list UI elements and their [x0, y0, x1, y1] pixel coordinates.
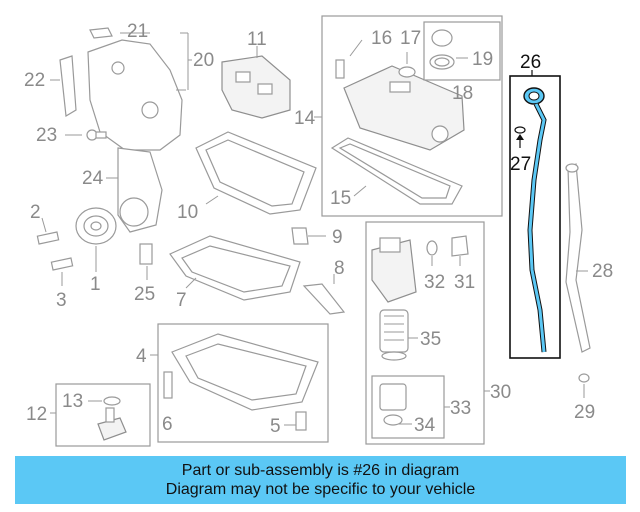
callout-29: 29 — [574, 402, 595, 423]
callout-23: 23 — [36, 125, 57, 146]
callout-21: 21 — [127, 21, 148, 42]
part-12-group — [50, 383, 151, 447]
callout-27: 27 — [510, 154, 531, 175]
info-banner: Part or sub-assembly is #26 in diagram D… — [15, 456, 626, 504]
part-9-cap — [291, 227, 326, 245]
callout-35: 35 — [420, 329, 441, 350]
part-3-bolt — [50, 257, 74, 286]
callout-32: 32 — [424, 272, 445, 293]
banner-line-2: Diagram may not be specific to your vehi… — [165, 481, 476, 498]
callout-17: 17 — [400, 28, 421, 49]
callout-31: 31 — [454, 272, 475, 293]
callout-7: 7 — [176, 290, 187, 311]
callout-24: 24 — [82, 168, 104, 189]
callout-33: 33 — [450, 398, 471, 419]
part-4-oil-pan-group — [150, 323, 329, 443]
callout-2: 2 — [30, 202, 41, 223]
part-24-front-cover — [106, 147, 163, 233]
part-2-bolt — [36, 217, 60, 245]
part-8-gasket-strip — [302, 274, 346, 315]
part-18-cap-group — [423, 21, 501, 81]
parts-diagram: 21 20 11 22 23 24 10 2 1 3 25 7 9 8 4 6 … — [24, 15, 613, 447]
callout-30: 30 — [490, 382, 511, 403]
callout-13: 13 — [62, 391, 83, 412]
callout-1: 1 — [90, 274, 101, 295]
callout-16: 16 — [371, 28, 392, 49]
callout-25: 25 — [134, 284, 155, 305]
callout-22: 22 — [24, 70, 45, 91]
part-1-crank-pulley — [75, 207, 117, 272]
part-10-gasket — [195, 131, 317, 215]
callout-19: 19 — [472, 49, 493, 70]
callout-14: 14 — [294, 108, 316, 129]
part-11-module — [221, 46, 291, 119]
callout-8: 8 — [334, 258, 345, 279]
callout-3: 3 — [56, 290, 67, 311]
banner-line-1: Part or sub-assembly is #26 in diagram — [181, 462, 460, 479]
callout-12: 12 — [26, 404, 47, 425]
callout-11: 11 — [247, 29, 267, 50]
part-26-dipstick-group — [509, 70, 561, 359]
callout-10: 10 — [177, 202, 198, 223]
callout-18: 18 — [452, 83, 473, 104]
callout-9: 9 — [332, 227, 343, 248]
callout-5: 5 — [270, 416, 281, 437]
callout-20: 20 — [193, 50, 214, 71]
callout-6: 6 — [162, 414, 173, 435]
callout-28: 28 — [592, 261, 613, 282]
part-30-filter-group — [365, 221, 490, 445]
part-14-valve-cover-group — [314, 15, 503, 217]
part-7-oil-pan-upper — [169, 235, 301, 301]
callout-15: 15 — [330, 188, 351, 209]
callout-4: 4 — [136, 346, 147, 367]
timing-cover-group — [50, 27, 192, 151]
part-29-seal — [578, 373, 590, 398]
callout-26: 26 — [520, 52, 541, 73]
callout-34: 34 — [414, 415, 436, 436]
part-25-sensor — [139, 243, 153, 280]
part-28-guide-tube — [565, 163, 591, 353]
